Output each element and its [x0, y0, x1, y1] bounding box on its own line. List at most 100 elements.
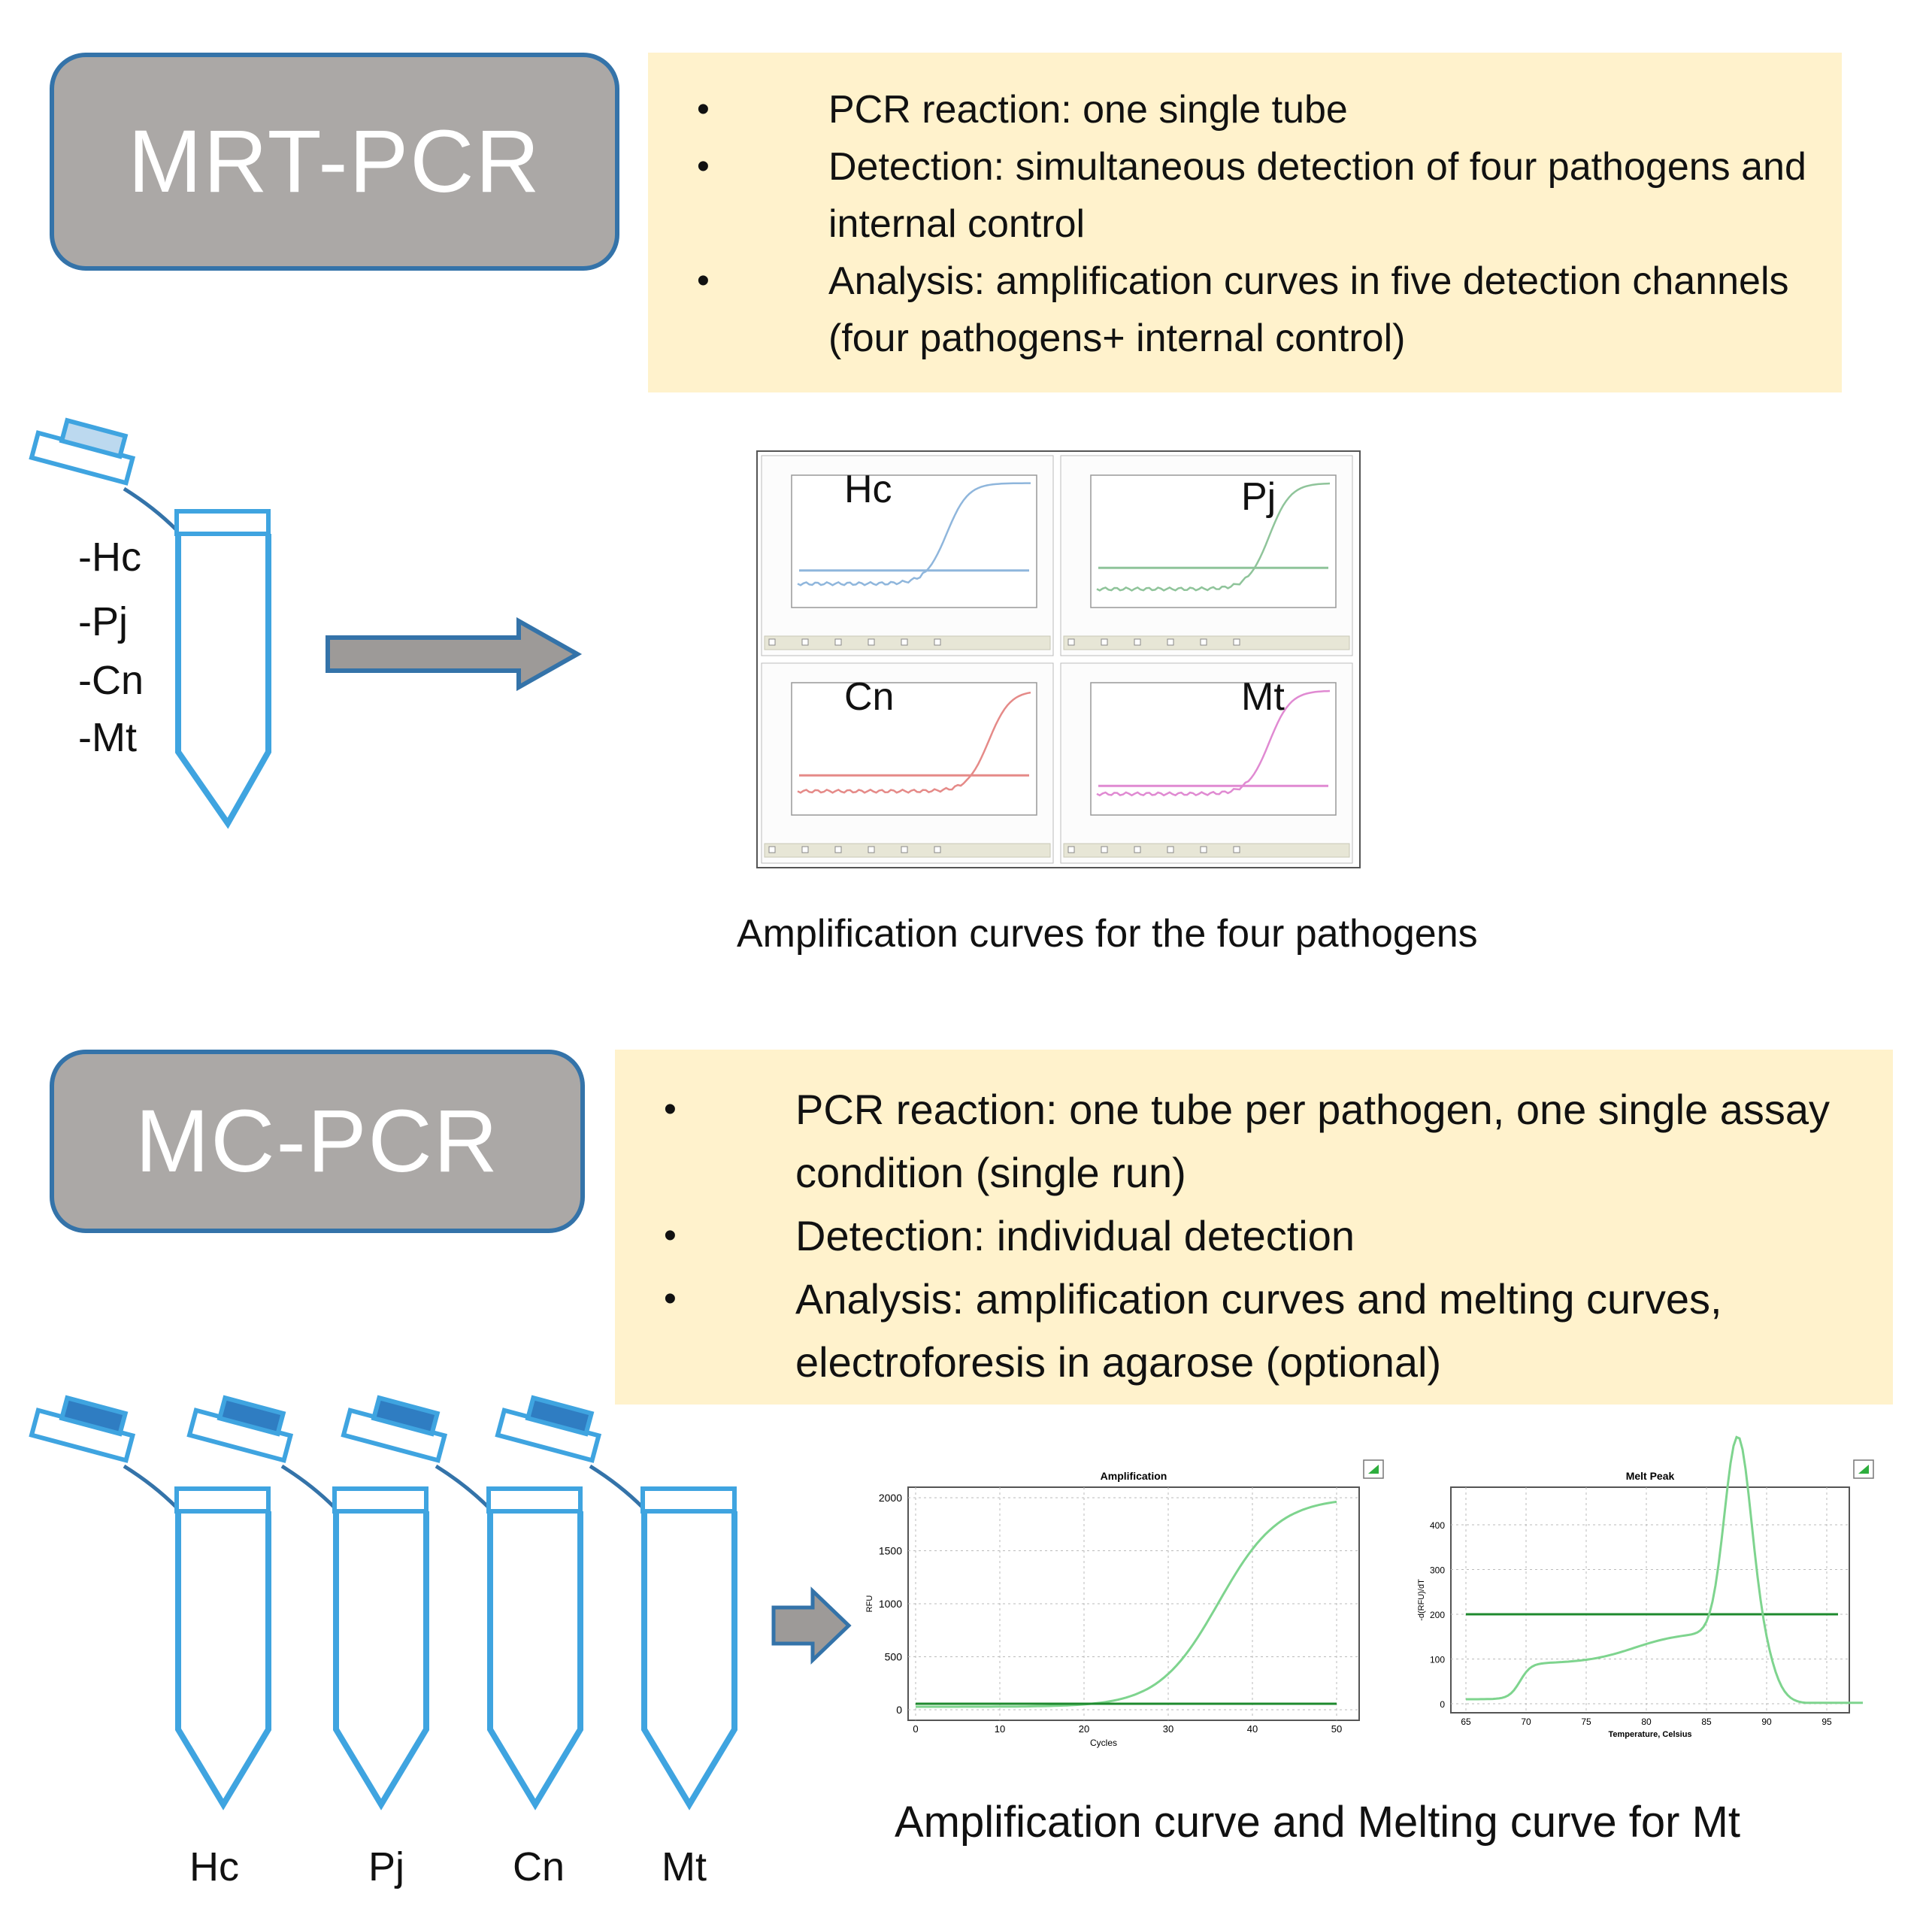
mrt-panel-checkbox: [868, 638, 875, 646]
mc-tube-lid-top: [59, 1395, 129, 1437]
melt-x-axis-label: Temperature, Celsius: [1608, 1730, 1691, 1739]
mrt-panel-curve: [797, 691, 1031, 794]
mc-tube-body: [175, 1511, 271, 1811]
mrt-panel-curve: [1096, 482, 1331, 592]
mc-tube-lid: [186, 1395, 294, 1463]
mc-tube-body: [333, 1511, 429, 1811]
melt-y-tick-label: 400: [1430, 1520, 1445, 1531]
mrt-panel-checkbox: [868, 846, 875, 853]
mrt-tube-label-pj: -Pj: [78, 599, 128, 644]
mrt-panel-checkbox: [901, 638, 908, 646]
mrt-panel-checkbox: [1134, 638, 1141, 646]
melt-y-axis-label: -d(RFU)/dT: [1417, 1579, 1426, 1621]
mrt-panel-checkbox: [768, 638, 776, 646]
mrt-panel-checkbox: [1167, 638, 1174, 646]
mrt-single-tube-icon: [29, 417, 271, 829]
mc-tube-rim: [332, 1486, 428, 1514]
mrt-panel-checkbox: [1101, 638, 1108, 646]
mc-tube-body: [641, 1511, 737, 1811]
melt-y-tick-label: 0: [1440, 1699, 1445, 1710]
mrt-panel-checkbox: [834, 638, 842, 646]
amp-x-tick-label: 50: [1331, 1723, 1342, 1735]
mc-right-arrow-icon: [771, 1586, 852, 1665]
mrt-panel-checkbox: [1067, 638, 1075, 646]
mc-pcr-title: MC-PCR: [135, 1092, 499, 1191]
melt-curve: [1466, 1435, 1863, 1704]
mc-tube-hinge: [435, 1464, 490, 1509]
mrt-pcr-title-box: MRT-PCR: [50, 53, 619, 271]
mrt-panel-curve: [1096, 689, 1331, 797]
melt-title: Melt Peak: [1626, 1470, 1675, 1482]
amp-x-tick-label: 40: [1247, 1723, 1258, 1735]
mrt-pcr-notes: • PCR reaction: one single tube • Detect…: [648, 53, 1842, 392]
melt-y-tick-label: 200: [1430, 1610, 1445, 1620]
amp-x-tick-label: 10: [995, 1723, 1005, 1735]
melt-x-tick-label: 80: [1641, 1717, 1652, 1727]
mc-bullet-3: • Analysis: amplification curves and mel…: [664, 1275, 1722, 1386]
mc-tube-hinge: [280, 1464, 336, 1509]
mc-tube-lid: [341, 1395, 448, 1463]
mc-tube-lid-top: [217, 1395, 286, 1437]
mc-tube-icon: [495, 1395, 737, 1811]
mc-tube-icon: [186, 1395, 429, 1811]
mc-tube-lid: [495, 1395, 602, 1463]
mc-tube-lid-top: [371, 1395, 441, 1437]
mrt-panel-checkbox: [934, 846, 941, 853]
mrt-panel-plot-area: [1090, 682, 1337, 816]
mrt-panel-checkbox: [801, 638, 809, 646]
mc-bullet-2: • Detection: individual detection: [664, 1212, 1355, 1259]
mrt-tube-label-mt: -Mt: [78, 715, 137, 760]
amp-x-tick-label: 0: [913, 1723, 918, 1735]
mc-tube-icon: [341, 1395, 583, 1811]
mc-tube-label-pj: Pj: [368, 1844, 405, 1889]
mc-tube-body: [487, 1511, 583, 1811]
mc-pcr-title-box: MC-PCR: [50, 1050, 585, 1233]
mc-tube-rim: [174, 1486, 271, 1514]
mc-pcr-notes: • PCR reaction: one tube per pathogen, o…: [615, 1050, 1893, 1405]
mrt-panel-checkbox: [1233, 638, 1240, 646]
amp-x-tick-label: 30: [1163, 1723, 1173, 1735]
mrt-panel-plot-area: [791, 474, 1037, 608]
mrt-caption: Amplification curves for the four pathog…: [737, 912, 1478, 956]
mc-caption: Amplification curve and Melting curve fo…: [895, 1798, 1740, 1847]
mrt-panel-checkbox: [1200, 638, 1207, 646]
mrt-panel-label: Mt: [1241, 675, 1285, 719]
mrt-panel-checkbox: [1200, 846, 1207, 853]
melt-x-tick-label: 90: [1761, 1717, 1772, 1727]
amp-y-axis-label: RFU: [865, 1595, 874, 1613]
mrt-panel-checkbox: [768, 846, 776, 853]
mc-tube-label-cn: Cn: [513, 1844, 565, 1889]
melt-y-tick-label: 300: [1430, 1565, 1445, 1576]
mrt-panel-label: Cn: [844, 675, 894, 719]
mrt-panel-checkbox: [801, 846, 809, 853]
mrt-tube-label-cn: -Cn: [78, 658, 144, 703]
mc-tube-label-hc: Hc: [189, 1844, 239, 1889]
mrt-bullet-1: • PCR reaction: one single tube: [697, 88, 1348, 132]
melt-x-tick-label: 65: [1461, 1717, 1471, 1727]
mrt-tube-label-hc: -Hc: [78, 535, 141, 580]
amp-y-tick-label: 500: [885, 1651, 903, 1663]
mrt-panel-label: Pj: [1241, 475, 1276, 519]
mc-tube-hinge: [123, 1464, 178, 1509]
amp-y-tick-label: 1500: [879, 1545, 902, 1557]
mc-tube-lid: [29, 1395, 136, 1463]
mrt-bullet-2: • Detection: simultaneous detection of f…: [697, 145, 1806, 246]
amp-y-tick-label: 0: [896, 1704, 902, 1716]
mc-tube-rim: [486, 1486, 583, 1514]
mc-tube-lid-top: [525, 1395, 595, 1437]
mrt-panel-checkbox: [1067, 846, 1075, 853]
mc-tube-hinge: [589, 1464, 644, 1509]
amp-corner-icon-mark: [1368, 1465, 1379, 1474]
mc-tube-rim: [640, 1486, 737, 1514]
mrt-panel-checkbox: [834, 846, 842, 853]
melt-x-tick-label: 95: [1821, 1717, 1832, 1727]
mrt-panel-label: Hc: [844, 468, 892, 511]
mrt-panel-plot-area: [1090, 474, 1337, 608]
mc-tube-icon: [29, 1395, 271, 1811]
mrt-bullet-3: • Analysis: amplification curves in five…: [697, 259, 1789, 360]
melt-x-tick-label: 85: [1701, 1717, 1712, 1727]
mrt-pcr-title: MRT-PCR: [128, 112, 541, 211]
melt-corner-icon-mark: [1858, 1465, 1869, 1474]
